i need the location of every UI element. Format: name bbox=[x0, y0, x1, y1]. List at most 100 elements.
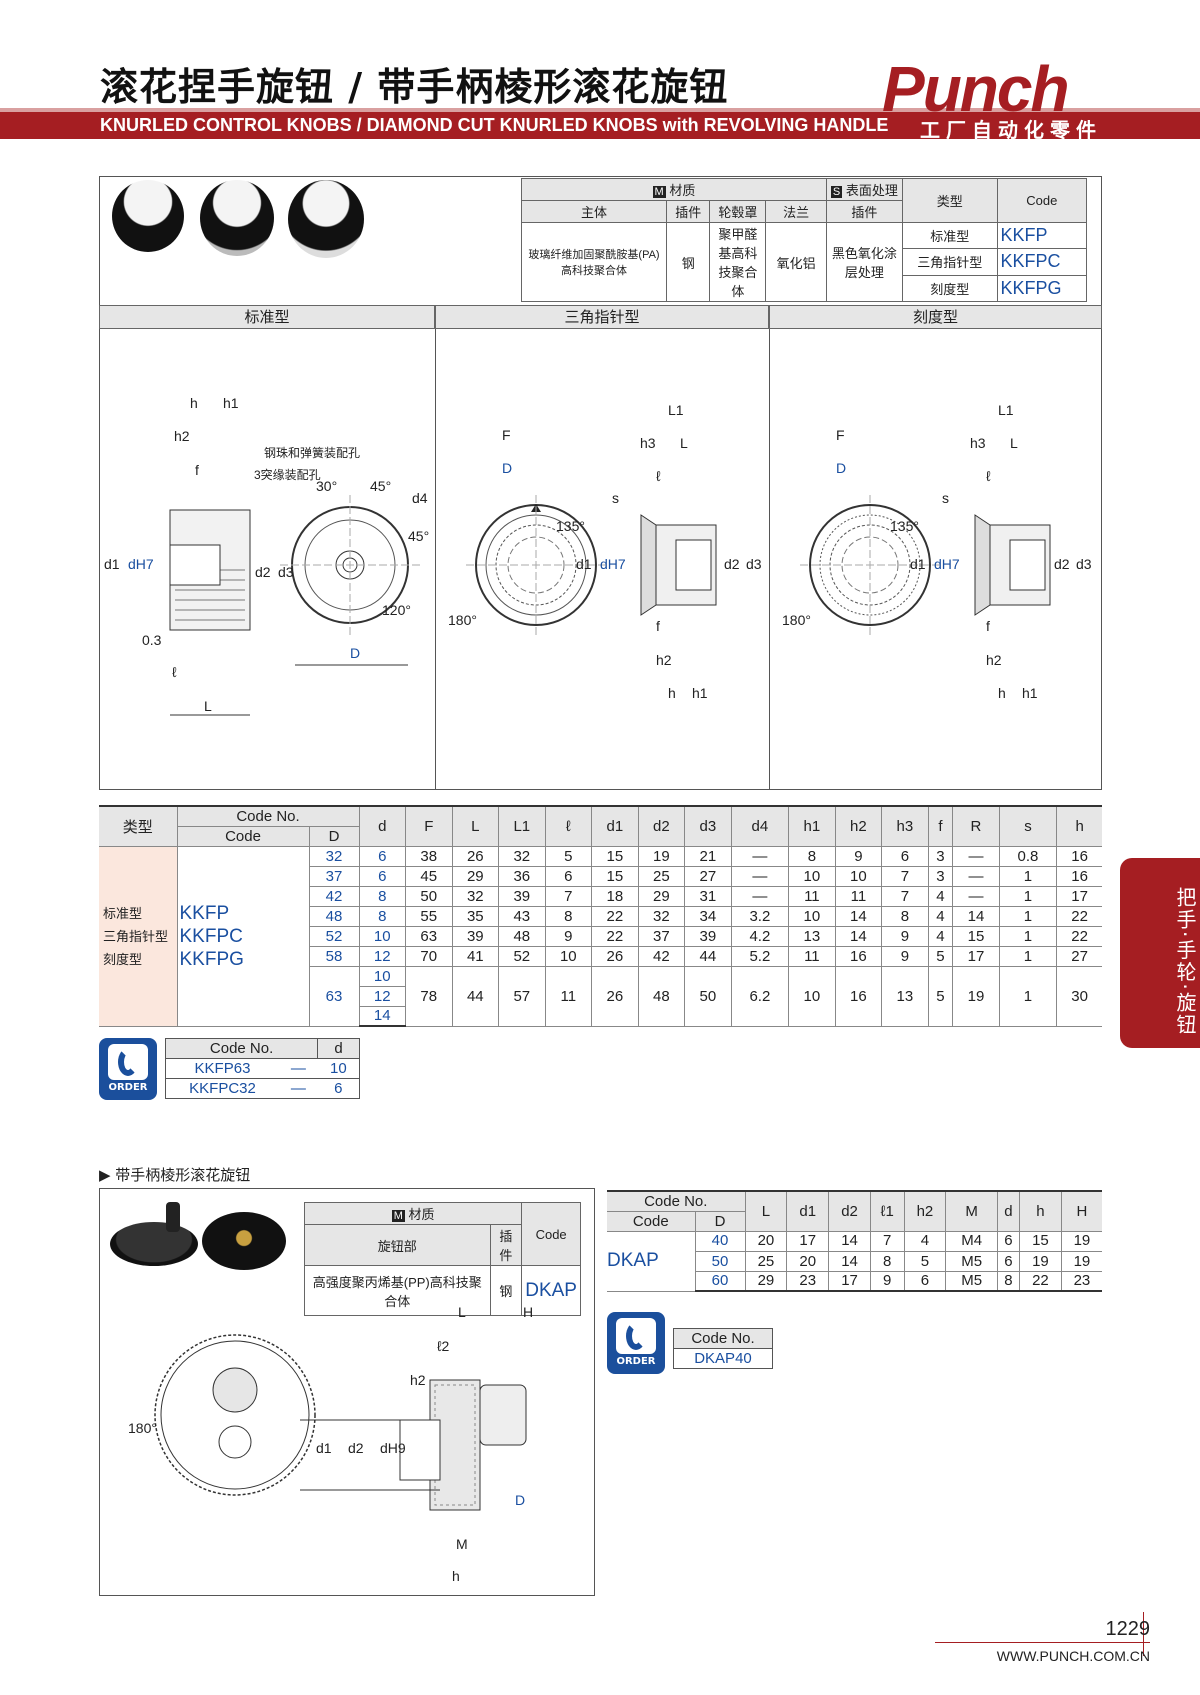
spec-cell-value: 4 bbox=[927, 906, 953, 927]
spec-header-d3: d3 bbox=[684, 805, 732, 847]
spec-cell-d: 8 bbox=[358, 886, 406, 907]
spec-cell-value: 26 bbox=[451, 846, 499, 867]
dkap-cell-value: 6 bbox=[996, 1231, 1020, 1252]
section2-title: ▶ 带手柄棱形滚花旋钮 bbox=[99, 1166, 251, 1184]
footer-rule-vertical bbox=[1143, 1612, 1144, 1656]
spec-cell-value: 6 bbox=[544, 866, 592, 887]
spec-types-cell: 标准型 三角指针型 刻度型 bbox=[99, 846, 177, 1027]
dkap-header-M: M bbox=[945, 1190, 998, 1232]
tri-label-d2: d2 bbox=[724, 556, 740, 572]
spec-cell-value: 57 bbox=[498, 966, 546, 1027]
std-label-ball-hole: 钢珠和弹簧装配孔 bbox=[264, 446, 361, 460]
material-hub-cap: 聚甲醛基高科技聚合体 bbox=[709, 222, 767, 302]
spec-header-D: D bbox=[308, 825, 359, 847]
dkap-col-knob: 旋钮部 bbox=[304, 1224, 491, 1266]
dkap-label-h: h bbox=[452, 1568, 460, 1584]
dkap-cell-value: 8 bbox=[996, 1271, 1020, 1292]
col-body: 主体 bbox=[521, 200, 667, 223]
dkap-material-table: M 材质 Code 旋钮部 插件 高强度聚丙烯基(PP)高科技聚合体 钢 DKA… bbox=[303, 1202, 581, 1316]
spec-cell-D: 37 bbox=[308, 866, 359, 887]
handle-knob-image bbox=[110, 1222, 198, 1266]
dkap-cell-value: 6 bbox=[903, 1271, 946, 1292]
spec-cell-value: 15 bbox=[591, 866, 639, 887]
std-label-h: h bbox=[190, 395, 198, 411]
grad-label-D: D bbox=[836, 460, 847, 476]
spec-cell-value: 16 bbox=[834, 966, 882, 1027]
order-row1-code: KKFP63 bbox=[164, 1058, 279, 1079]
spec-cell-value: — bbox=[730, 846, 789, 867]
dkap-cell-value: 23 bbox=[786, 1271, 829, 1292]
header-red-bar bbox=[0, 112, 1200, 139]
spec-cell-value: 4 bbox=[927, 886, 953, 907]
dkap-cell-value: 8 bbox=[869, 1251, 904, 1272]
spec-cell-D: 52 bbox=[308, 926, 359, 947]
grad-label-d2: d2 bbox=[1054, 556, 1070, 572]
std-label-45deg-b: 45° bbox=[408, 528, 430, 544]
spec-cell-value: — bbox=[730, 886, 789, 907]
footer-url[interactable]: WWW.PUNCH.COM.CN bbox=[996, 1648, 1150, 1664]
spec-header-code: Code bbox=[176, 825, 309, 847]
spec-cell-value: 5 bbox=[927, 966, 953, 1027]
dkap-label-dh9: dH9 bbox=[380, 1440, 406, 1456]
spec-table: 类型 Code No. d F L L1 ℓ d1 d2 d3 d4 h1 h2… bbox=[99, 805, 1102, 1027]
std-label-dh7: dH7 bbox=[128, 556, 154, 572]
order-row1-d: 10 bbox=[317, 1058, 360, 1079]
spec-code-kkfpg: KKFPG bbox=[179, 948, 244, 970]
section2-frame bbox=[99, 1188, 595, 1596]
dkap-code: DKAP bbox=[521, 1265, 581, 1316]
material-flange: 氧化铝 bbox=[765, 222, 827, 302]
footer-rule bbox=[935, 1642, 1150, 1643]
spec-table-row: 12 bbox=[99, 986, 1102, 1007]
spec-header-f: f bbox=[927, 805, 953, 847]
tri-label-d3: d3 bbox=[746, 556, 762, 572]
tri-label-h: h bbox=[668, 685, 676, 701]
grad-label-l: ℓ bbox=[986, 468, 991, 484]
grad-label-s: s bbox=[942, 490, 949, 506]
spec-cell-value: — bbox=[730, 866, 789, 887]
grad-label-d3: d3 bbox=[1076, 556, 1092, 572]
dkap-material-label: 材质 bbox=[408, 1207, 435, 1222]
header-accent-line bbox=[0, 108, 1200, 112]
spec-cell-value: 16 bbox=[1056, 866, 1102, 887]
product-photos bbox=[108, 180, 368, 260]
code-kkfpc: KKFPC bbox=[996, 248, 1088, 276]
spec-cell-value: 29 bbox=[451, 866, 499, 887]
spec-header-type: 类型 bbox=[99, 805, 177, 847]
dkap-order-table: Code No. DKAP40 bbox=[673, 1328, 773, 1369]
spec-header-h2: h2 bbox=[834, 805, 882, 847]
dkap-header-d1: d1 bbox=[786, 1190, 829, 1232]
drawing-divider-1 bbox=[435, 329, 436, 790]
dkap-header-L: L bbox=[744, 1190, 787, 1232]
side-category-tab[interactable]: 把手·手轮·旋钮 bbox=[1120, 858, 1200, 1048]
spec-cell-value: 13 bbox=[881, 966, 929, 1027]
tri-label-L: L bbox=[680, 435, 688, 451]
spec-cell-value: 3 bbox=[927, 866, 953, 887]
dkap-header-H: H bbox=[1060, 1190, 1102, 1232]
spec-cell-value: 8 bbox=[544, 906, 592, 927]
dkap-header-h: h bbox=[1019, 1190, 1062, 1232]
spec-cell-d: 6 bbox=[358, 866, 406, 887]
dkap-code-cell: DKAP bbox=[607, 1231, 695, 1292]
std-label-45deg-a: 45° bbox=[370, 478, 392, 494]
grad-label-h: h bbox=[998, 685, 1006, 701]
pointer-knob-image bbox=[200, 180, 274, 256]
spec-cell-value: 37 bbox=[637, 926, 685, 947]
grad-label-h3: h3 bbox=[970, 435, 986, 451]
spec-cell-value: 10 bbox=[788, 866, 836, 887]
type-standard: 标准型 bbox=[901, 221, 998, 250]
spec-cell-value: 1 bbox=[998, 946, 1057, 967]
spec-cell-value: 11 bbox=[788, 886, 836, 907]
spec-cell-value: 17 bbox=[1056, 886, 1102, 907]
spec-cell-value: 36 bbox=[498, 866, 546, 887]
dkap-cell-value: 17 bbox=[786, 1231, 829, 1252]
std-label-h1: h1 bbox=[223, 395, 239, 411]
surface-insert: 黑色氧化涂层处理 bbox=[825, 222, 903, 302]
dkap-cell-D: 50 bbox=[694, 1251, 745, 1272]
spec-header-F: F bbox=[405, 805, 453, 847]
spec-cell-value: 9 bbox=[881, 926, 929, 947]
spec-cell-value: 26 bbox=[591, 966, 639, 1027]
spec-cell-value: 10 bbox=[834, 866, 882, 887]
